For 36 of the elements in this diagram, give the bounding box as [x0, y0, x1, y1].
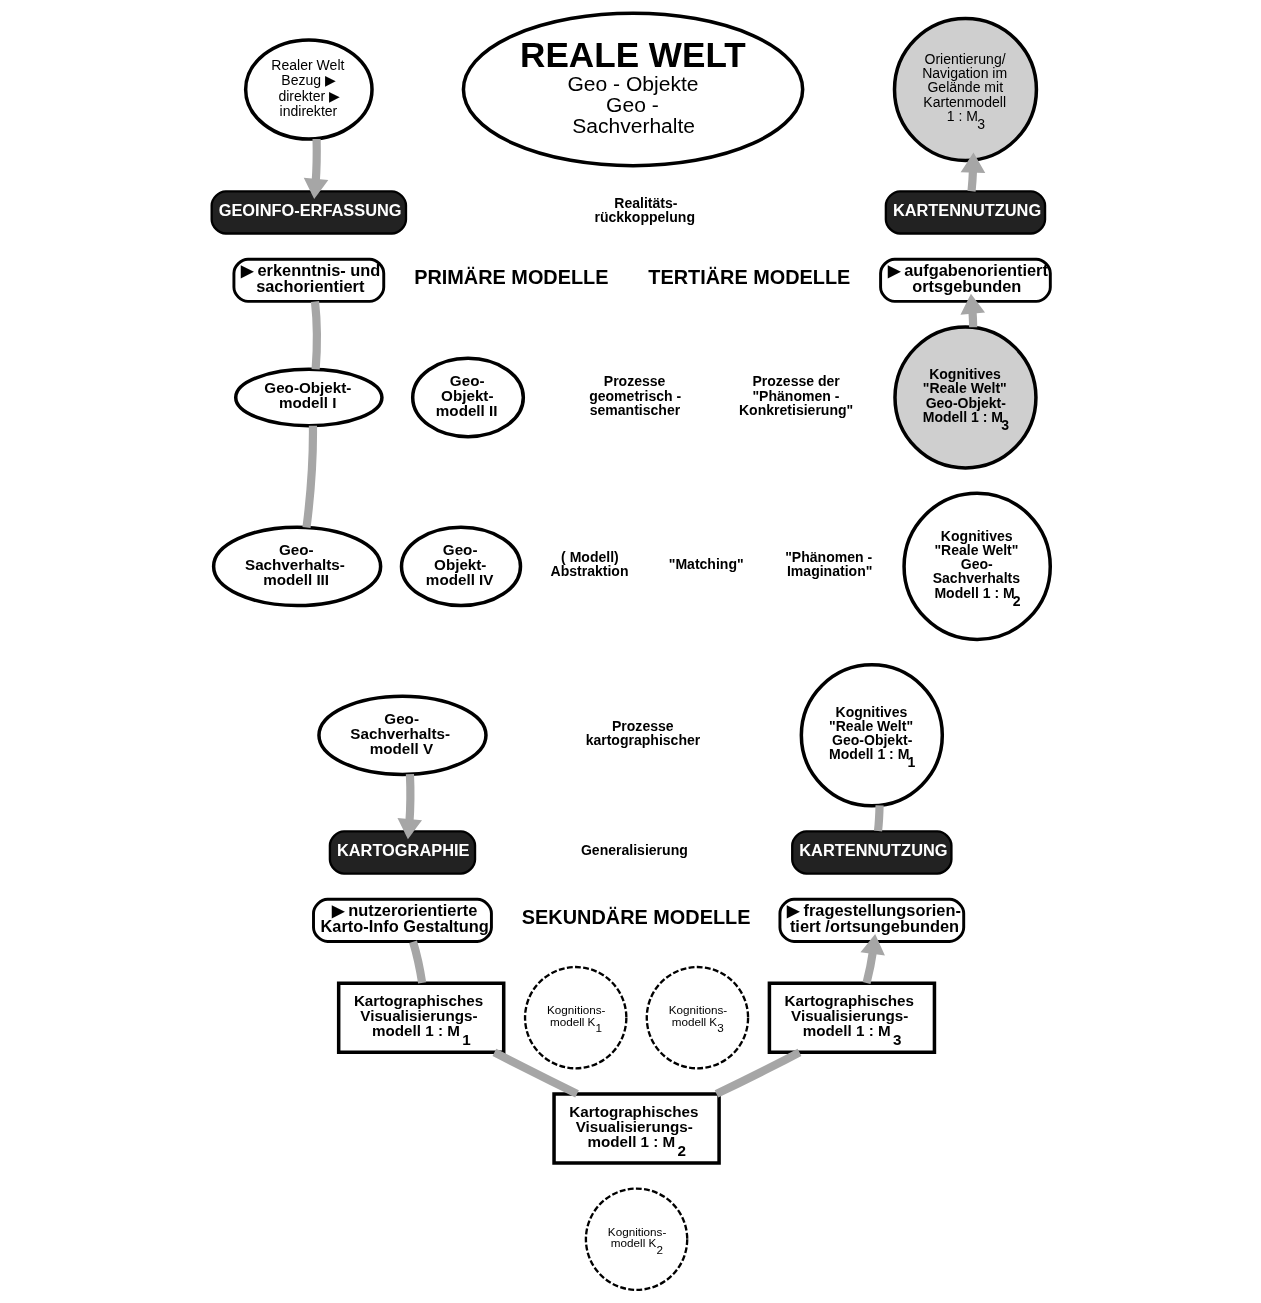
- node-box: KARTENNUTZUNG: [790, 830, 953, 875]
- node-ellipse: Geo- Sachverhalts- modell V: [316, 694, 488, 777]
- node-box: KARTOGRAPHIE: [328, 830, 476, 875]
- connector: [873, 805, 884, 832]
- connector: [310, 301, 321, 370]
- node-box: KARTENNUTZUNG: [884, 190, 1046, 235]
- node-box: ▶ nutzerorientierte Karto-Info Gestaltung: [311, 897, 493, 943]
- connector: [301, 425, 317, 528]
- node-box: ▶ aufgabenorientiert ortsgebunden: [878, 257, 1052, 303]
- label: "Phänomen - Imagination": [784, 549, 872, 580]
- label: Prozesse geometrisch - semantischer: [588, 373, 681, 418]
- label: Realitäts- rückkoppelung: [593, 195, 695, 226]
- arrow: [303, 138, 328, 199]
- node-ellipse: Geo- Objekt- modell II: [410, 356, 525, 439]
- label: Prozesse der "Phänomen - Konkretisierung": [738, 373, 853, 418]
- arrow: [859, 933, 885, 984]
- connector: [714, 1048, 801, 1098]
- node-ellipse: Geo- Sachverhalts- modell III: [211, 525, 382, 608]
- connector: [408, 940, 426, 984]
- label: Prozesse kartographischer: [585, 718, 700, 749]
- node-ellipse: Geo-Objekt- modell I: [233, 367, 384, 428]
- node-box: GEOINFO-ERFASSUNG: [210, 190, 407, 235]
- node-ellipse: Geo- Objekt- modell IV: [399, 525, 522, 608]
- label: PRIMÄRE MODELLE: [413, 265, 609, 288]
- arrow: [397, 773, 422, 840]
- node-box: ▶ fragestellungsorien- tiert /ortsungebunden: [777, 897, 965, 943]
- node-ellipse: REALE WELT Geo - Objekte Geo - Sachverhalte: [461, 11, 804, 168]
- connector: [492, 1048, 579, 1098]
- node-ellipse: Realer Welt Bezug ▶ direkter ▶ indirekter: [243, 38, 374, 141]
- arrow: [960, 152, 985, 192]
- label: TERTIÄRE MODELLE: [647, 265, 850, 288]
- label: Generalisierung: [580, 841, 688, 858]
- label: ( Modell) Abstraktion: [550, 549, 628, 580]
- label: "Matching": [668, 555, 744, 572]
- node-box: ▶ erkenntnis- und sachorientiert: [231, 257, 385, 303]
- label: SEKUNDÄRE MODELLE: [521, 906, 750, 929]
